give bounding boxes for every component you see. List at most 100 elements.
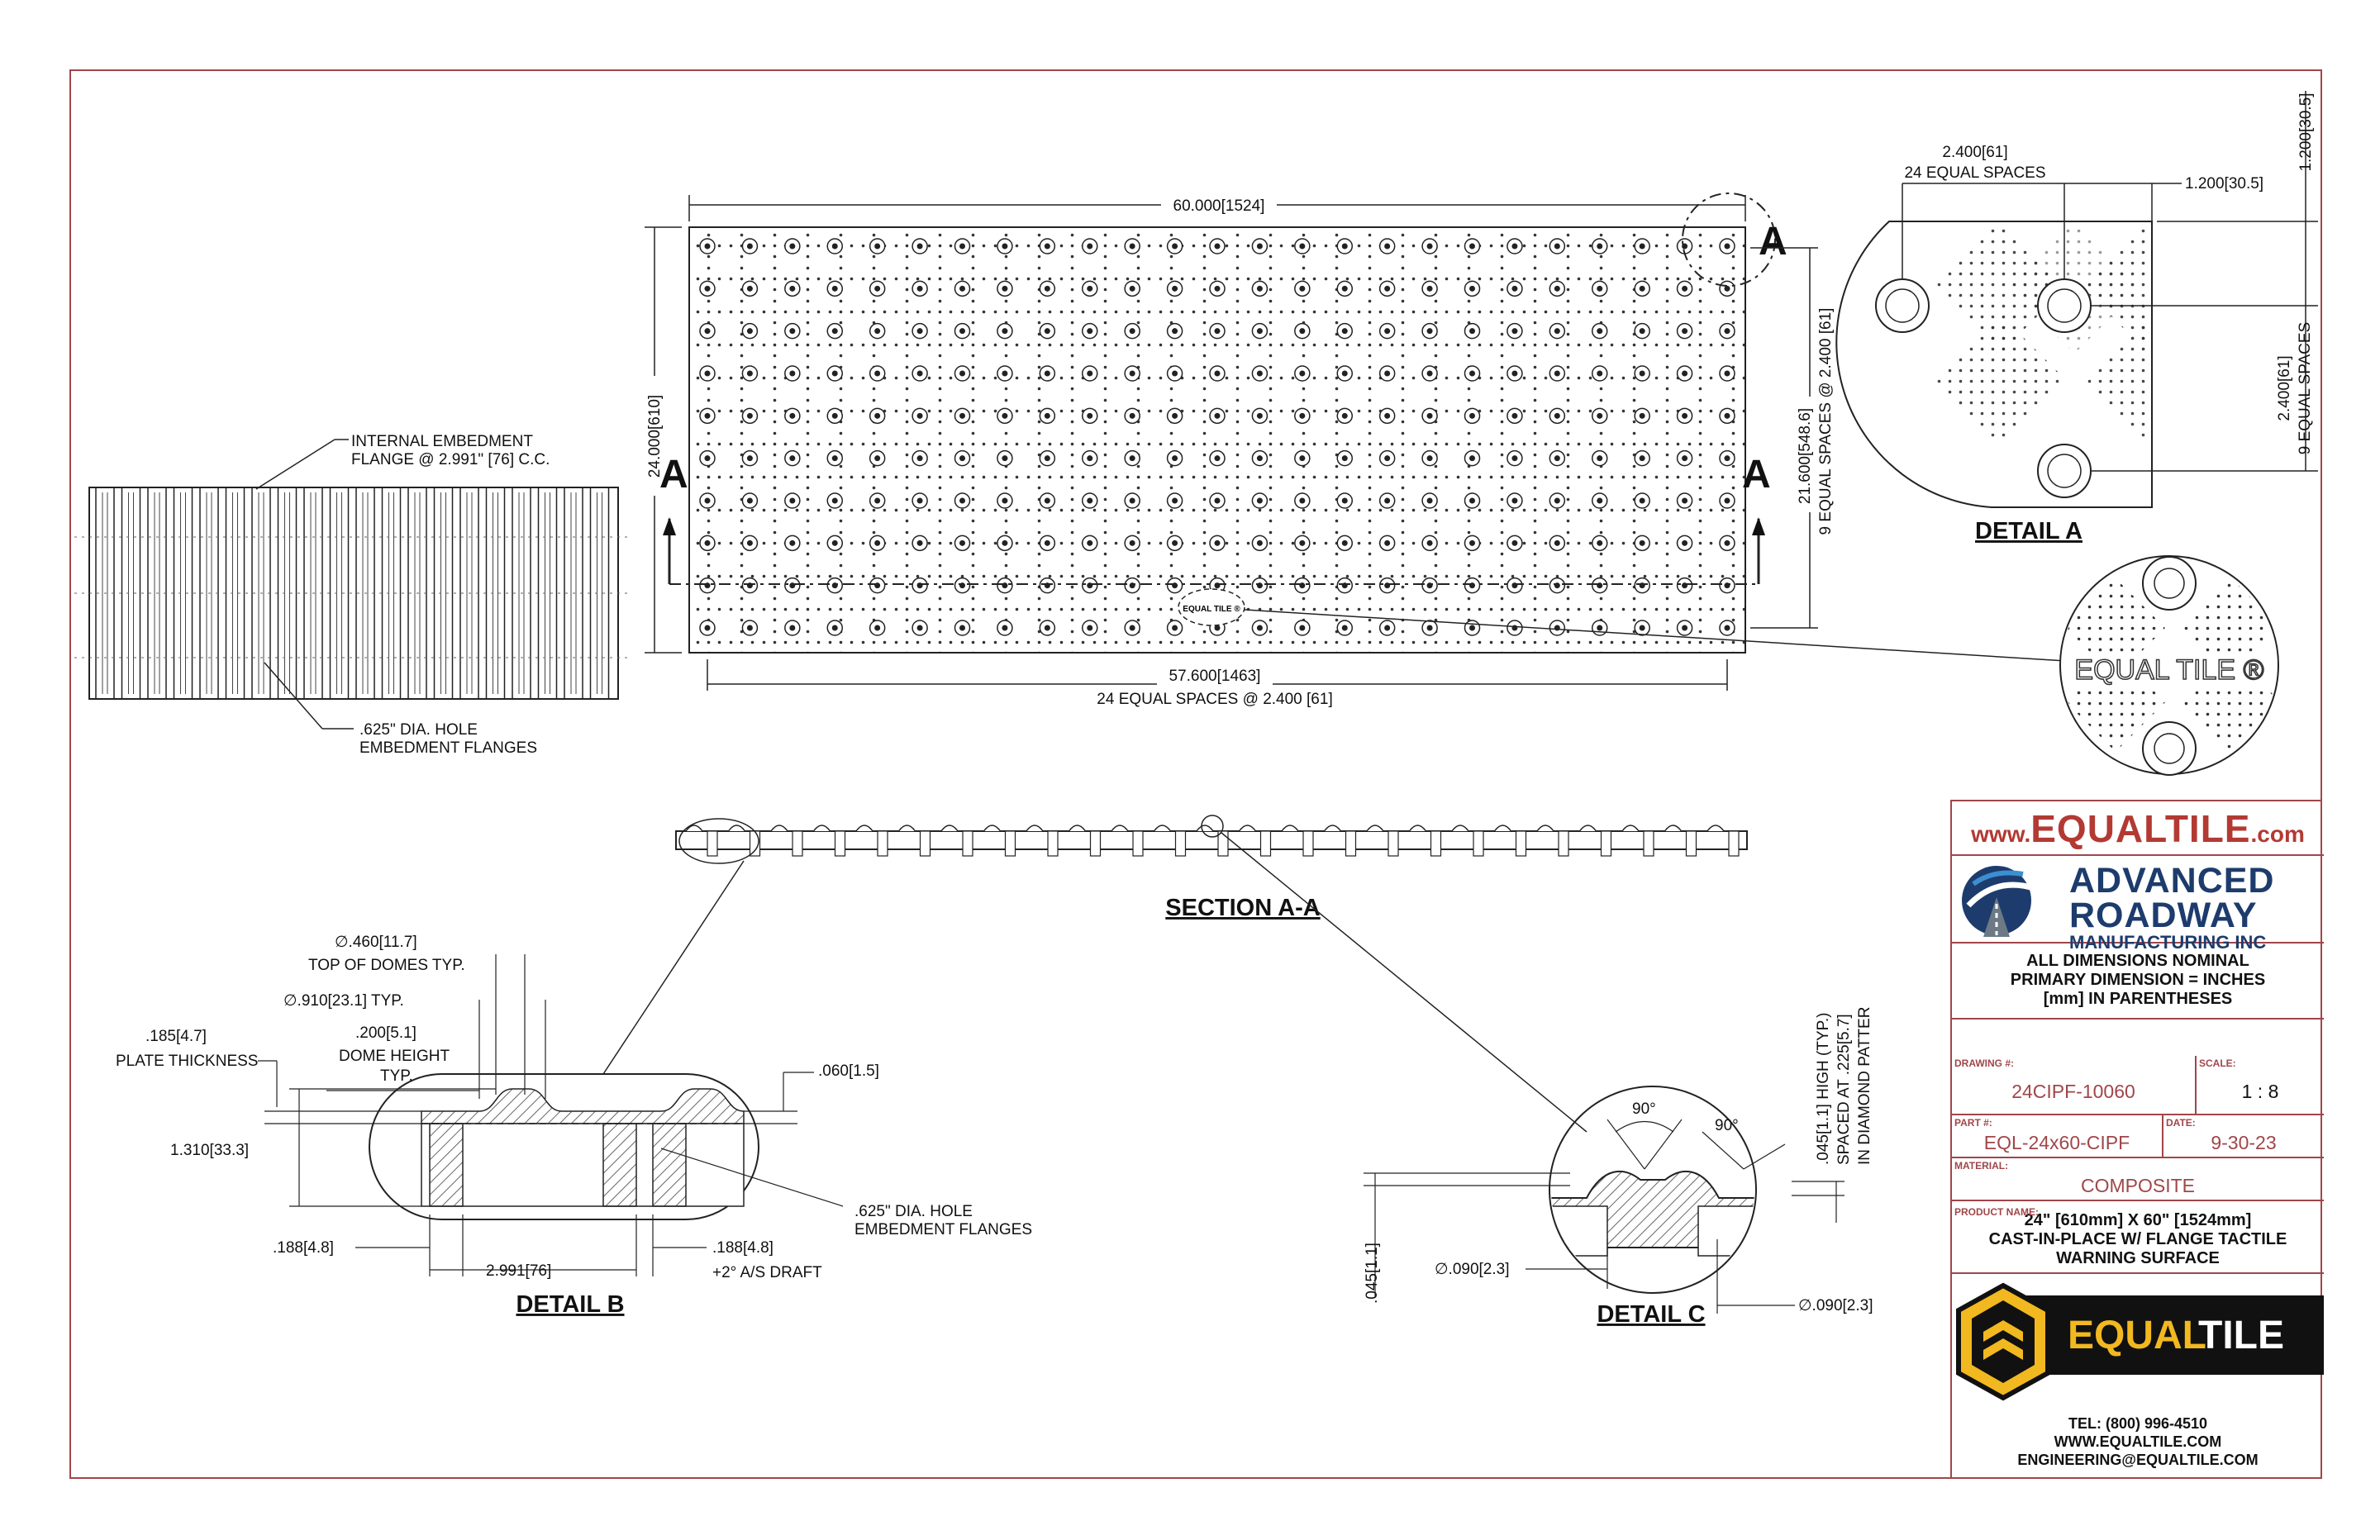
dome	[1294, 492, 1311, 509]
dome	[954, 492, 971, 509]
db-flange-left: .188[4.8]	[273, 1239, 334, 1257]
dome	[1592, 535, 1608, 552]
db-right-dim: .060[1.5]	[818, 1062, 879, 1080]
dome	[1166, 620, 1183, 636]
dome	[1719, 365, 1735, 382]
dome	[1378, 407, 1396, 425]
contact-tel: TEL: (800) 996-4510	[2068, 1415, 2208, 1432]
dome	[1082, 492, 1098, 509]
dome	[1719, 238, 1735, 254]
dome	[699, 577, 716, 594]
dome	[1124, 238, 1140, 254]
scale-value: 1 : 8	[2241, 1081, 2279, 1102]
dome	[1082, 577, 1098, 594]
dome	[1421, 322, 1438, 340]
contact-email[interactable]: ENGINEERING@EQUALTILE.COM	[2017, 1452, 2259, 1468]
contact-website[interactable]: WWW.EQUALTILE.COM	[2054, 1433, 2222, 1450]
dome	[1634, 280, 1650, 297]
dome	[869, 238, 886, 254]
dome	[1592, 238, 1608, 254]
dome	[1039, 407, 1056, 425]
detail-c-callout	[1201, 815, 1224, 838]
dome	[741, 365, 759, 382]
contact-block: TEL: (800) 996-4510 WWW.EQUALTILE.COM EN…	[1952, 1414, 2324, 1469]
dome	[1166, 322, 1183, 340]
dome	[1039, 535, 1056, 552]
website-banner: www.EQUALTILE.com	[1952, 801, 2324, 856]
dome	[1082, 449, 1098, 467]
detail-mark: A	[1759, 220, 1787, 264]
section-mark-left: A	[659, 453, 688, 497]
dome	[1378, 449, 1396, 467]
dome	[1294, 280, 1311, 297]
detail-a-title: DETAIL A	[1975, 518, 2082, 544]
da-dim-spacing-note: 24 EQUAL SPACES	[1904, 164, 2045, 182]
drawing-number-cell: DRAWING #: 24CIPF-10060	[1952, 1056, 2197, 1115]
dome	[826, 492, 843, 509]
section-dome	[685, 825, 718, 857]
dome	[1209, 492, 1226, 509]
dome	[1719, 322, 1735, 340]
dome	[1082, 620, 1098, 636]
dome	[1634, 577, 1650, 594]
flange-rib	[485, 487, 506, 700]
dome	[1421, 238, 1438, 254]
dome	[954, 577, 971, 594]
dome	[1676, 280, 1693, 297]
dome	[1592, 449, 1608, 467]
dc-angle-1: 90°	[1632, 1100, 1656, 1118]
dome	[1251, 535, 1269, 552]
product-cell: PRODUCT NAME: 24" [610mm] X 60" [1524mm]…	[1952, 1201, 2324, 1274]
dome	[699, 620, 716, 636]
dome	[1039, 322, 1056, 340]
dc-dot-note-2: SPACED AT .225[5.7]	[1835, 1014, 1853, 1165]
dome	[1592, 322, 1608, 340]
dome	[1294, 238, 1311, 254]
section-domes	[685, 825, 1740, 857]
detail-b-title: DETAIL B	[516, 1291, 624, 1318]
dome	[997, 407, 1013, 425]
dc-dot-note-1: .045[1.1] HIGH (TYP.)	[1815, 1013, 1832, 1165]
material-cell: MATERIAL: COMPOSITE	[1952, 1158, 2324, 1201]
section-aa-title: SECTION A-A	[1165, 895, 1320, 921]
dome	[1039, 620, 1056, 636]
dome	[1719, 280, 1735, 297]
material-label: MATERIAL:	[1954, 1160, 2009, 1172]
dome	[1251, 407, 1269, 425]
dome	[1378, 535, 1396, 552]
dome	[1082, 407, 1098, 425]
company-line-1: ADVANCED	[2069, 861, 2275, 901]
dome	[741, 238, 759, 254]
dome	[1209, 238, 1226, 254]
dome	[869, 492, 886, 509]
dome	[1082, 280, 1098, 297]
dome	[1166, 280, 1183, 297]
side-hole-note-2: EMBEDMENT FLANGES	[359, 739, 537, 757]
da-dim-row-note: 9 EQUAL SPACES	[2297, 322, 2314, 455]
dome	[1378, 620, 1396, 636]
dome	[1464, 238, 1481, 254]
web-suffix: .com	[2250, 821, 2305, 847]
dome	[1719, 449, 1735, 467]
plan-view: A A A EQUAL TILE ® 60.000[1524] 24.000[6…	[645, 192, 2067, 708]
db-plate: .185[4.7]	[145, 1028, 207, 1045]
dome	[1507, 492, 1523, 509]
dome	[997, 449, 1013, 467]
dome	[1507, 238, 1523, 254]
date-value: 9-30-23	[2211, 1132, 2277, 1153]
dome	[699, 449, 716, 467]
dome	[1336, 449, 1353, 467]
db-plate-note: PLATE THICKNESS	[116, 1053, 258, 1070]
db-flange-right: .188[4.8]	[712, 1239, 774, 1257]
stamp-leader	[1244, 609, 2067, 662]
dome	[1336, 620, 1353, 636]
dome	[1294, 407, 1311, 425]
dome	[1251, 280, 1269, 297]
dome	[784, 322, 801, 340]
dome	[912, 365, 928, 382]
dome	[1421, 577, 1438, 594]
dome	[1251, 449, 1269, 467]
dome	[741, 322, 759, 340]
dome	[1378, 492, 1396, 509]
detail-a: 2.400[61] 24 EQUAL SPACES 1.200[30.5] 1.…	[1835, 91, 2318, 776]
